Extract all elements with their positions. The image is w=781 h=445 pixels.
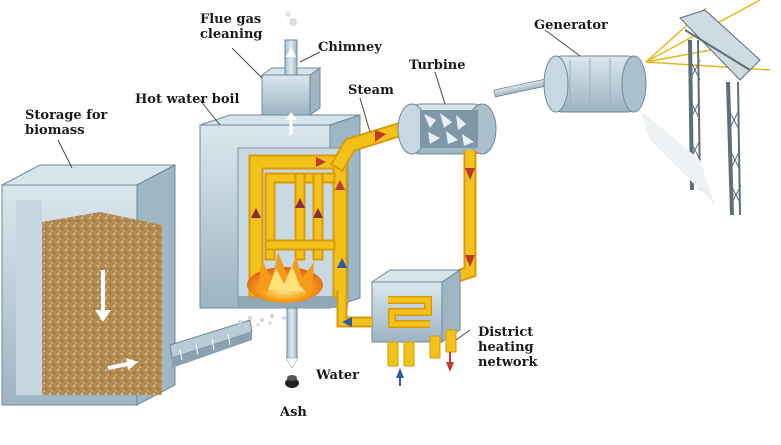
label-water: Water (316, 368, 360, 383)
flue-gas-cleaning-unit (260, 11, 322, 135)
boiler-flow-arrows (251, 130, 386, 268)
generator (543, 55, 647, 113)
cold-inflow-arrow (396, 368, 404, 378)
label-ash: Ash (280, 405, 307, 420)
water-return-pipe (336, 290, 372, 328)
return-pipe (437, 150, 477, 289)
label-chimney: Chimney (318, 40, 382, 55)
label-steam: Steam (348, 83, 394, 98)
conveyor-arrow (107, 362, 129, 370)
conveyor (107, 319, 253, 370)
fire-icon (238, 252, 323, 328)
transmission-tower (640, 9, 761, 216)
heat-exchanger (370, 269, 462, 343)
label-flue-gas-cleaning: Flue gas cleaning (200, 12, 263, 42)
ash-pile (285, 378, 299, 388)
district-heating-pipes (387, 329, 457, 386)
biomass-storage (1, 164, 176, 406)
hot-outflow-arrow (446, 362, 454, 372)
chimney-stack (284, 39, 298, 76)
ash-outlet (285, 307, 299, 388)
turbine (397, 103, 497, 155)
label-turbine: Turbine (409, 58, 466, 73)
callout-lines (57, 29, 581, 341)
label-hot-water-boil: Hot water boil (135, 92, 240, 107)
label-storage-for-biomass: Storage for biomass (25, 108, 108, 138)
label-generator: Generator (534, 18, 608, 33)
label-district-heating-network: District heating network (478, 325, 538, 370)
